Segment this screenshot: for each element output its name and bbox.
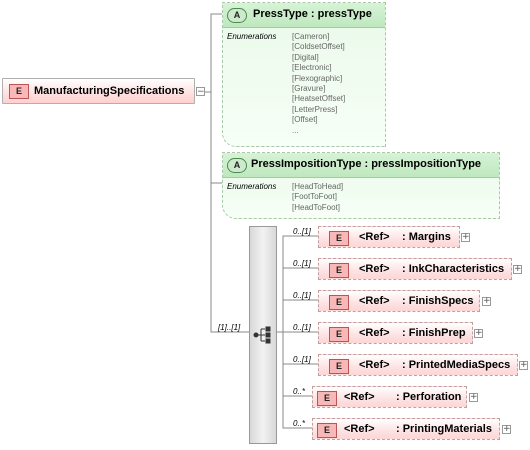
attribute-press-imposition-type[interactable]: A PressImpositionType : pressImpositionT… xyxy=(222,152,500,219)
child-cardinality: 0..[1] xyxy=(293,227,311,236)
child-element-printing-materials[interactable]: E <Ref> : PrintingMaterials xyxy=(312,418,500,440)
child-cardinality: 0..[1] xyxy=(293,259,311,268)
child-element-finish-prep[interactable]: E <Ref> : FinishPrep xyxy=(318,322,473,344)
ref-label: <Ref> xyxy=(359,359,390,371)
attribute-press-type[interactable]: A PressType : pressType Enumerations [Ca… xyxy=(222,2,386,147)
element-tag-icon: E xyxy=(329,231,349,246)
enumerations-label: Enumerations xyxy=(227,182,277,191)
child-element-printed-media-specs[interactable]: E <Ref> : PrintedMediaSpecs xyxy=(318,354,518,376)
sequence-icon xyxy=(253,326,271,344)
expand-icon[interactable]: + xyxy=(469,392,478,402)
expand-icon[interactable]: + xyxy=(482,296,491,306)
element-tag-icon: E xyxy=(329,295,349,310)
collapse-icon[interactable]: − xyxy=(196,87,205,97)
expand-icon[interactable]: + xyxy=(502,424,511,434)
child-element-name: : InkCharacteristics xyxy=(402,263,505,275)
child-element-ink-characteristics[interactable]: E <Ref> : InkCharacteristics xyxy=(318,258,512,280)
element-tag-icon: E xyxy=(329,263,349,278)
expand-icon[interactable]: + xyxy=(461,232,470,242)
expand-icon[interactable]: + xyxy=(519,360,528,370)
attribute-tag-icon: A xyxy=(227,158,247,173)
attribute-name: PressImpositionType : pressImpositionTyp… xyxy=(251,158,482,170)
child-cardinality: 0..* xyxy=(293,387,306,396)
child-element-finish-specs[interactable]: E <Ref> : FinishSpecs xyxy=(318,290,480,312)
child-element-name: : FinishSpecs xyxy=(402,295,474,307)
element-tag-icon: E xyxy=(329,359,349,374)
child-element-name: : PrintedMediaSpecs xyxy=(402,359,511,371)
sequence-cardinality: [1]..[1] xyxy=(218,323,241,332)
attribute-tag-icon: A xyxy=(227,8,247,23)
sequence-compositor[interactable] xyxy=(249,226,277,444)
child-cardinality: 0..[1] xyxy=(293,355,311,364)
enumeration-values: [HeadToHead] [FootToFoot] [HeadToFoot] xyxy=(292,182,344,212)
element-tag-icon: E xyxy=(9,84,29,99)
ref-label: <Ref> xyxy=(359,263,390,275)
child-element-margins[interactable]: E <Ref> : Margins xyxy=(318,226,460,248)
element-tag-icon: E xyxy=(317,391,337,406)
child-cardinality: 0..[1] xyxy=(293,291,311,300)
root-element[interactable]: E ManufacturingSpecifications xyxy=(2,78,195,104)
ref-label: <Ref> xyxy=(359,327,390,339)
root-element-name: ManufacturingSpecifications xyxy=(34,85,185,97)
child-element-name: : Margins xyxy=(402,231,451,243)
enumerations-label: Enumerations xyxy=(227,32,277,41)
ref-label: <Ref> xyxy=(344,423,375,435)
child-element-name: : FinishPrep xyxy=(402,327,466,339)
ref-label: <Ref> xyxy=(359,231,390,243)
child-element-perforation[interactable]: E <Ref> : Perforation xyxy=(312,386,467,408)
child-cardinality: 0..* xyxy=(293,419,306,428)
element-tag-icon: E xyxy=(329,327,349,342)
expand-icon[interactable]: + xyxy=(513,264,522,274)
enumeration-values: [Cameron] [ColdsetOffset] [Digital] [Ele… xyxy=(292,32,346,135)
child-element-name: : PrintingMaterials xyxy=(396,423,492,435)
ref-label: <Ref> xyxy=(344,391,375,403)
expand-icon[interactable]: + xyxy=(474,328,483,338)
child-cardinality: 0..[1] xyxy=(293,323,311,332)
child-element-name: : Perforation xyxy=(396,391,462,403)
ref-label: <Ref> xyxy=(359,295,390,307)
attribute-name: PressType : pressType xyxy=(253,8,372,20)
element-tag-icon: E xyxy=(317,423,337,438)
